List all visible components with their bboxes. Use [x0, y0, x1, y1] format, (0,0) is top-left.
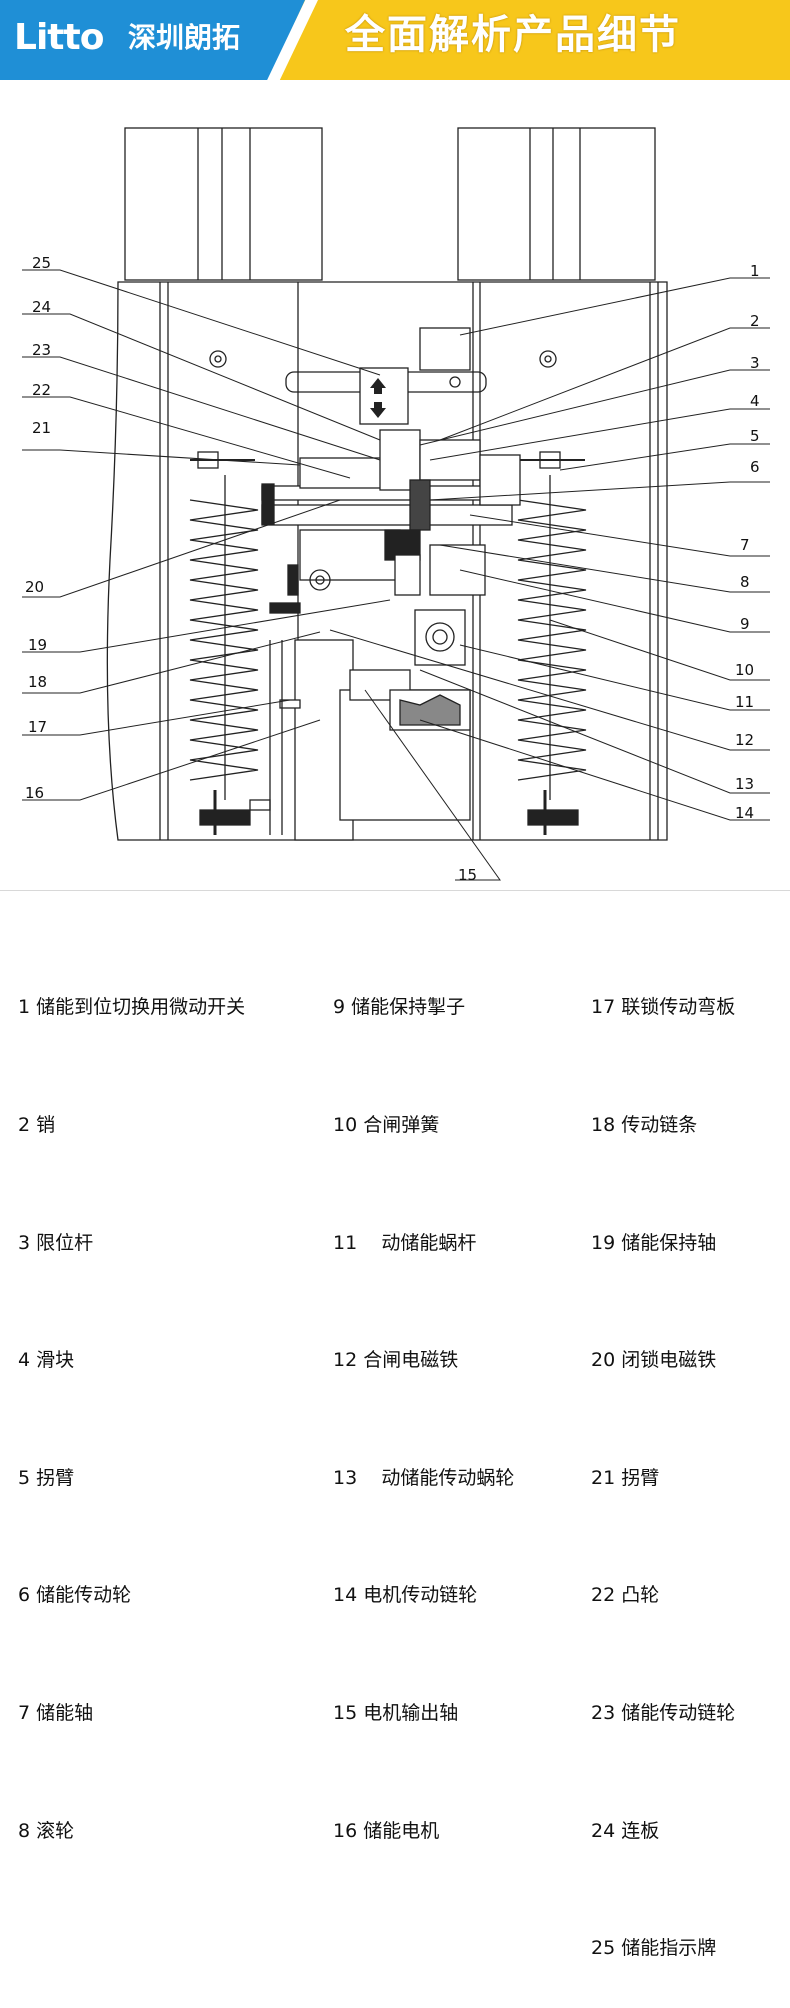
- legend-item: 4 滑块: [18, 1349, 75, 1372]
- legend-column-2: 9 储能保持掣子 10 合闸弹簧 11 动储能蜗杆 12 合闸电磁铁 13 动储…: [333, 910, 514, 1890]
- legend-item: 18 传动链条: [591, 1114, 698, 1136]
- legend-item: 2 销: [18, 1114, 56, 1136]
- callout-11: 11: [735, 693, 754, 711]
- header-banner: Litto 深圳朗拓 全面解析产品细节: [0, 0, 790, 80]
- arrow-down-icon: [370, 402, 386, 418]
- mechanism-diagram: 25 24 23 22 21 20 19 18 17 16 1 2 3 4 5 …: [22, 127, 770, 884]
- callout-22: 22: [32, 381, 51, 399]
- callout-20: 20: [25, 578, 44, 596]
- arrow-up-icon: [370, 378, 386, 394]
- brand-panel: [0, 0, 305, 80]
- legend-item: 6 储能传动轮: [18, 1584, 132, 1607]
- legend-item: 5 拐臂: [18, 1466, 75, 1489]
- callout-4: 4: [750, 392, 760, 410]
- callout-2: 2: [750, 312, 760, 330]
- legend-item: 21 拐臂: [591, 1466, 660, 1489]
- legend-item: 23 储能传动链轮: [591, 1701, 736, 1724]
- callout-19: 19: [28, 636, 47, 654]
- callout-18: 18: [28, 673, 47, 691]
- legend-item: 14 电机传动链轮: [333, 1584, 478, 1607]
- brand-logo: Litto: [14, 17, 104, 58]
- legend-item: 24 连板: [591, 1819, 660, 1842]
- legend-item: 16 储能电机: [333, 1819, 440, 1842]
- legend-item: 15 电机输出轴: [333, 1701, 459, 1724]
- page-title: 全面解析产品细节: [345, 12, 681, 58]
- legend-item: 22 凸轮: [591, 1584, 660, 1607]
- callout-15: 15: [458, 866, 477, 884]
- legend-item: 20 闭锁电磁铁: [591, 1349, 717, 1372]
- callout-6: 6: [750, 458, 760, 476]
- callout-24: 24: [32, 298, 51, 316]
- callout-17: 17: [28, 718, 47, 736]
- brand-name: 深圳朗拓: [128, 21, 241, 54]
- legend-item: 1 储能到位切换用微动开关: [18, 996, 246, 1019]
- legend-item: 12 合闸电磁铁: [333, 1349, 459, 1372]
- callout-21: 21: [32, 419, 51, 437]
- legend-item: 7 储能轴: [18, 1701, 94, 1724]
- callout-7: 7: [740, 536, 750, 554]
- callout-10: 10: [735, 661, 754, 679]
- callout-1: 1: [750, 262, 760, 280]
- section-divider: [0, 890, 790, 891]
- callout-8: 8: [740, 573, 750, 591]
- callout-14: 14: [735, 804, 754, 822]
- callout-13: 13: [735, 775, 754, 793]
- legend-item: 17 联锁传动弯板: [591, 996, 736, 1019]
- legend-item: 9 储能保持掣子: [333, 996, 466, 1019]
- callout-9: 9: [740, 615, 750, 633]
- legend-column-1: 1 储能到位切换用微动开关 2 销 3 限位杆 4 滑块 5 拐臂 6 储能传动…: [18, 910, 245, 1890]
- legend-item: 11 动储能蜗杆: [333, 1231, 477, 1254]
- callout-5: 5: [750, 427, 760, 445]
- callout-23: 23: [32, 341, 51, 359]
- legend-item: 25 储能指示牌: [591, 1937, 717, 1960]
- legend-column-3: 17 联锁传动弯板 18 传动链条 19 储能保持轴 20 闭锁电磁铁 21 拐…: [591, 910, 735, 2008]
- callout-16: 16: [25, 784, 44, 802]
- legend-item: 10 合闸弹簧: [333, 1114, 440, 1136]
- callout-3: 3: [750, 354, 760, 372]
- callout-12: 12: [735, 731, 754, 749]
- legend-item: 8 滚轮: [18, 1819, 75, 1842]
- legend-item: 13 动储能传动蜗轮: [333, 1466, 515, 1489]
- callout-25: 25: [32, 254, 51, 272]
- legend-item: 19 储能保持轴: [591, 1231, 717, 1254]
- legend-item: 3 限位杆: [18, 1231, 94, 1254]
